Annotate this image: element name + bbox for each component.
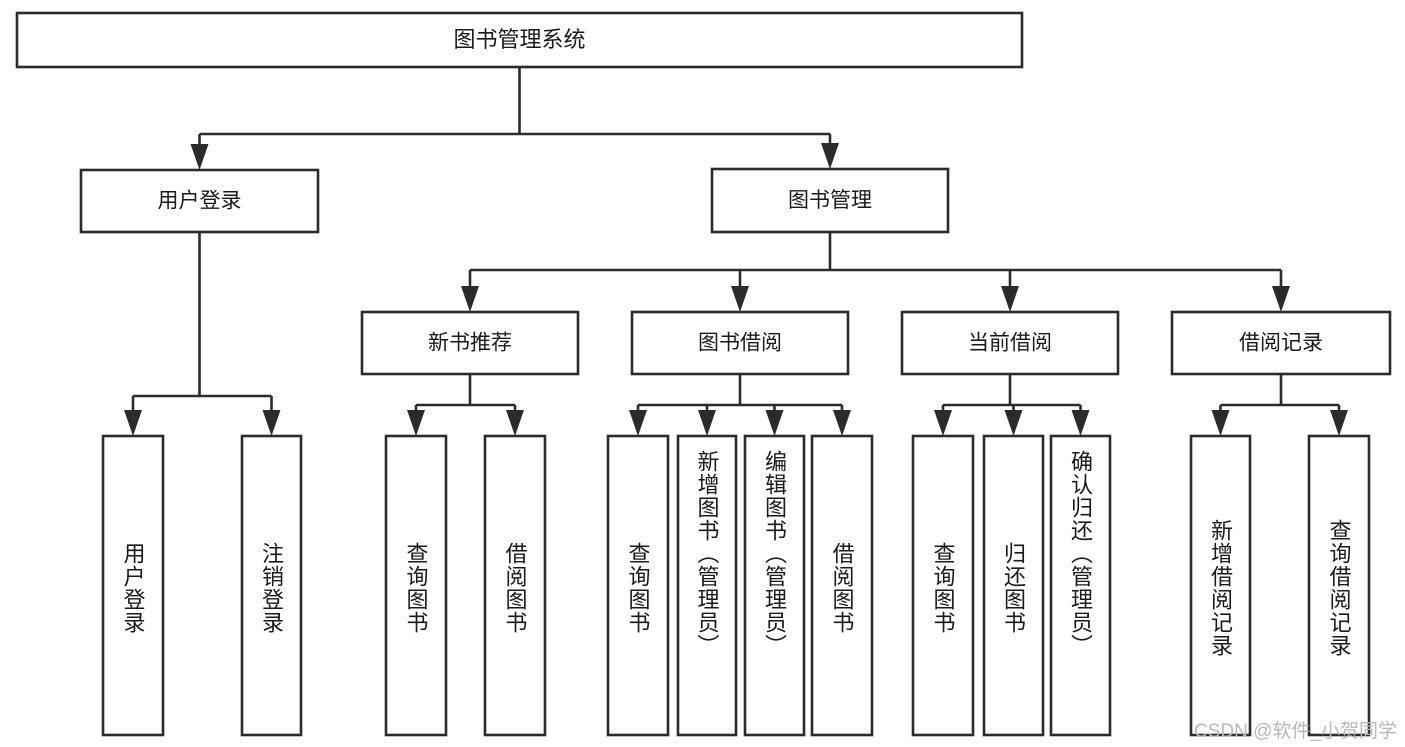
node-leaf-add-book[interactable] [676,434,738,737]
node-root-box[interactable] [15,11,1024,69]
node-leaf-add-record-box[interactable] [1189,434,1252,737]
node-leaf-query-book-2[interactable] [606,434,670,737]
node-leaf-edit-book[interactable] [743,434,806,737]
node-new-book-recommend[interactable]: 新书推荐 [360,310,580,376]
node-root[interactable]: 图书管理系统 [15,11,1024,69]
arrow-head-root-0 [190,144,209,170]
node-leaf-logout-login[interactable] [240,434,303,737]
node-user-login-label: 用户登录 [158,190,242,213]
arrow-head-book-borrow-3 [833,410,851,436]
node-book-manage-label: 图书管理 [788,189,872,212]
node-leaf-query-record-box[interactable] [1307,434,1371,737]
arrow-head-book-borrow-2 [765,410,784,436]
arrow-head-new-book-recommend-1 [506,410,524,436]
node-borrow-record-box[interactable] [1170,310,1392,376]
node-leaf-edit-book-box[interactable] [743,434,806,737]
arrow-head-book-borrow-0 [629,410,647,436]
arrow-head-book-manage-2 [1001,286,1019,312]
node-leaf-confirm-return-box[interactable] [1049,434,1112,737]
node-book-borrow-box[interactable] [630,310,850,376]
arrow-head-user-login-1 [262,410,281,436]
node-book-borrow[interactable]: 图书借阅 [630,310,850,376]
node-leaf-return-book-box[interactable] [982,434,1045,737]
node-leaf-query-book-3[interactable] [911,434,975,737]
node-leaf-confirm-return[interactable] [1049,434,1112,737]
arrow-head-book-manage-0 [461,286,479,312]
node-book-manage-box[interactable] [710,167,950,234]
node-leaf-query-record[interactable] [1307,434,1371,737]
arrow-head-book-borrow-1 [698,410,716,436]
node-borrow-record[interactable]: 借阅记录 [1170,310,1392,376]
node-leaf-user-login-box[interactable] [101,434,165,737]
node-user-login-box[interactable] [79,168,320,234]
node-leaf-borrow-book-2-box[interactable] [810,434,874,737]
node-leaf-query-book-1[interactable] [384,434,448,737]
node-leaf-query-book-3-box[interactable] [911,434,975,737]
node-leaf-borrow-book-1[interactable] [483,434,547,737]
node-leaf-query-book-1-box[interactable] [384,434,448,737]
arrow-head-current-borrow-0 [934,410,952,436]
node-leaf-add-record[interactable] [1189,434,1252,737]
node-leaf-user-login[interactable] [101,434,165,737]
arrow-head-current-borrow-2 [1071,410,1090,436]
node-new-book-recommend-box[interactable] [360,310,580,376]
arrow-head-borrow-record-0 [1211,410,1230,436]
node-new-book-recommend-label: 新书推荐 [428,332,512,355]
node-leaf-borrow-book-2[interactable] [810,434,874,737]
arrow-head-book-manage-3 [1272,286,1290,312]
node-leaf-borrow-book-1-box[interactable] [483,434,547,737]
node-current-borrow-label: 当前借阅 [968,332,1052,355]
node-borrow-record-label: 借阅记录 [1239,332,1323,355]
arrow-head-root-1 [821,143,839,169]
node-leaf-return-book[interactable] [982,434,1045,737]
node-root-label: 图书管理系统 [453,27,585,52]
node-current-borrow-box[interactable] [900,310,1120,376]
arrow-head-current-borrow-1 [1004,410,1023,436]
arrow-head-borrow-record-1 [1330,410,1348,436]
node-leaf-add-book-box[interactable] [676,434,738,737]
arrow-head-new-book-recommend-0 [407,410,425,436]
arrow-head-book-manage-1 [731,286,749,312]
node-user-login[interactable]: 用户登录 [79,168,320,234]
node-book-borrow-label: 图书借阅 [698,332,782,355]
node-book-manage[interactable]: 图书管理 [710,167,950,234]
node-current-borrow[interactable]: 当前借阅 [900,310,1120,376]
connectors-layer [124,67,1348,436]
arrow-head-user-login-0 [124,410,142,436]
node-leaf-logout-login-box[interactable] [240,434,303,737]
node-leaf-query-book-2-box[interactable] [606,434,670,737]
